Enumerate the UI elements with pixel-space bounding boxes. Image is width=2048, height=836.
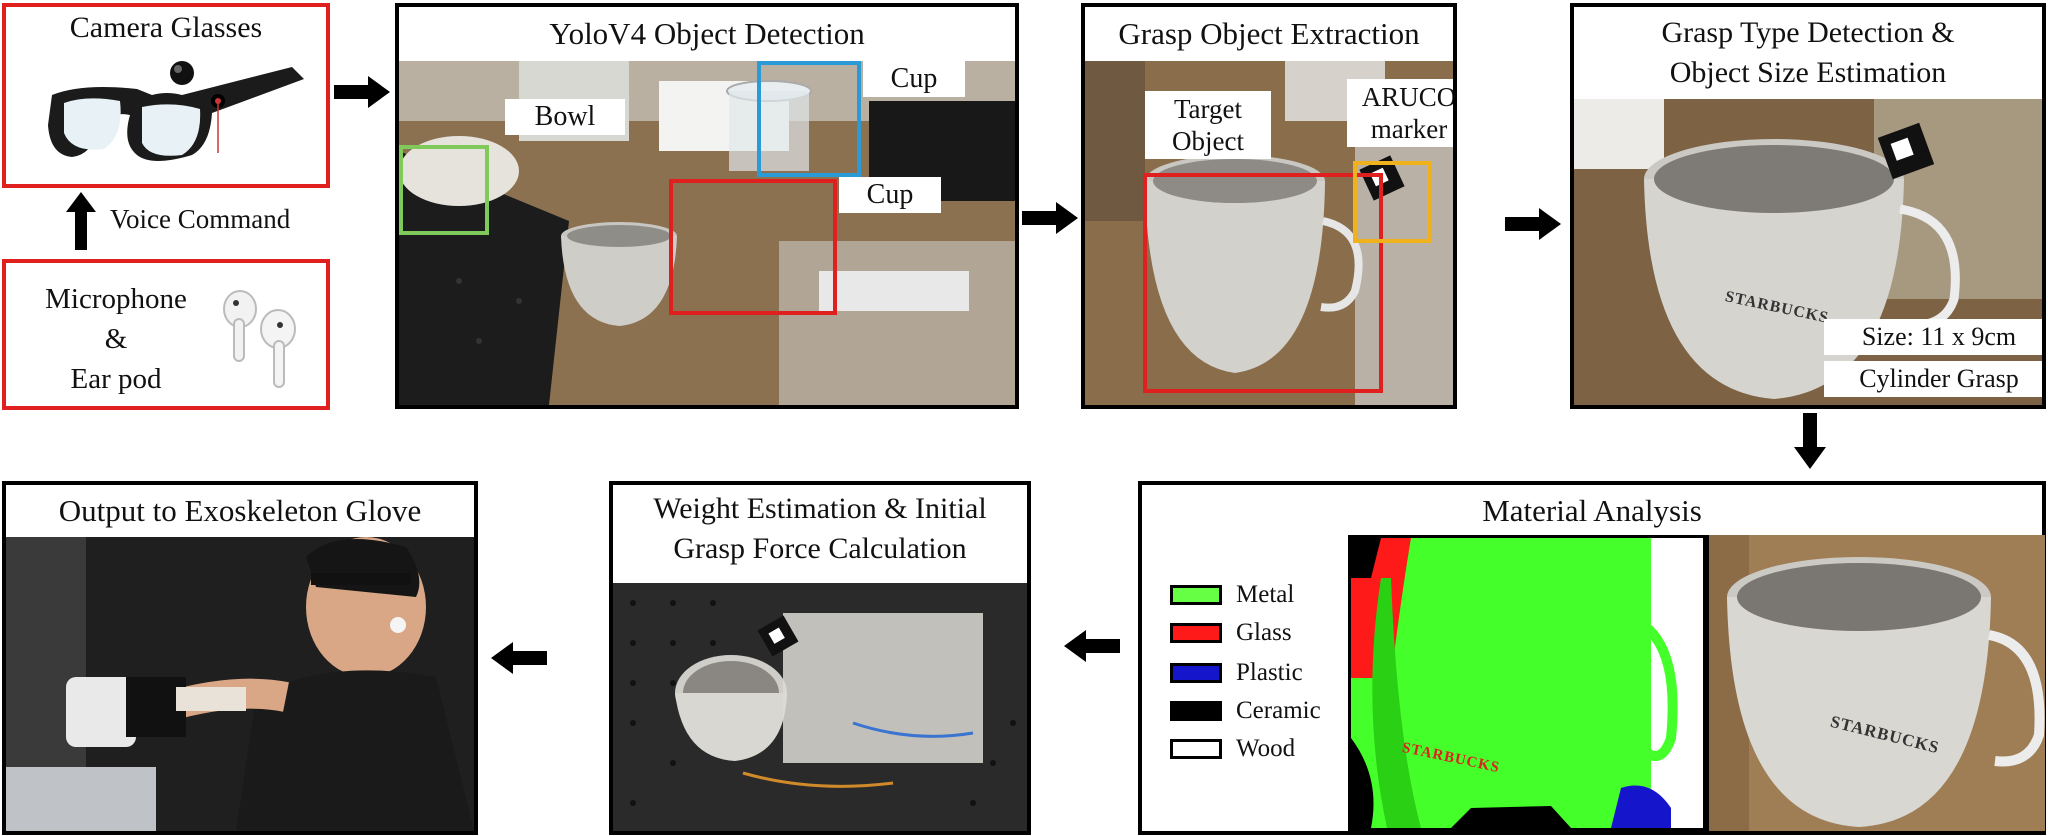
- cup-mug-bbox: [669, 179, 837, 315]
- legend-wood: Wood: [1170, 735, 1295, 763]
- right-arrow-icon: [1505, 208, 1561, 240]
- grasp-type-title: Grasp Type Detection & Object Size Estim…: [1574, 7, 2042, 105]
- grasp-type-panel: Grasp Type Detection & Object Size Estim…: [1570, 3, 2046, 409]
- segmentation-mask-image: [1351, 538, 1703, 828]
- legend-ceramic-label: Ceramic: [1236, 697, 1321, 724]
- camera-glasses-title: Camera Glasses: [69, 11, 263, 44]
- target-object-line2: Object: [1172, 126, 1244, 156]
- weight-panel: Weight Estimation & Initial Grasp Force …: [609, 481, 1031, 835]
- right-arrow-icon: [334, 76, 390, 108]
- material-panel: Material Analysis Metal Glass Plastic Ce…: [1138, 481, 2046, 835]
- microphone-label: Microphone & Ear pod: [16, 279, 216, 399]
- output-photo: [6, 537, 474, 831]
- grasp-extraction-title: Grasp Object Extraction: [1085, 7, 1453, 61]
- grasp-extraction-photo: Target Object ARUCO marker: [1085, 61, 1453, 405]
- right-arrow-icon: [1022, 202, 1078, 234]
- legend-ceramic: Ceramic: [1170, 697, 1321, 725]
- legend-glass-swatch: [1170, 623, 1222, 643]
- material-photo: STARBUCKS: [1706, 535, 2045, 831]
- target-object-bbox: [1143, 173, 1383, 393]
- grasp-extraction-panel: Grasp Object Extraction Target Object AR…: [1081, 3, 1457, 409]
- yolo-title: YoloV4 Object Detection: [399, 7, 1015, 61]
- grasp-type-scene: [1574, 99, 2042, 405]
- cup-label-top: Cup: [863, 61, 965, 97]
- left-arrow-icon: [491, 642, 547, 674]
- up-arrow-icon: [66, 192, 96, 250]
- weight-photo: [613, 583, 1027, 831]
- legend-glass: Glass: [1170, 619, 1292, 647]
- aruco-marker-label: ARUCO marker: [1347, 79, 1453, 147]
- yolo-scene: [399, 61, 1015, 405]
- size-label: Size: 11 x 9cm: [1824, 319, 2042, 355]
- aruco-marker-line1: ARUCO: [1361, 82, 1453, 112]
- camera-glasses-panel: Camera Glasses: [2, 3, 330, 188]
- bowl-bbox: [399, 145, 489, 235]
- yolo-panel: YoloV4 Object Detection Cup Bowl Cup: [395, 3, 1019, 409]
- material-legend: Metal Glass Plastic Ceramic Wood: [1170, 581, 1350, 781]
- cup-glass-bbox: [757, 61, 861, 177]
- aruco-marker-line2: marker: [1370, 114, 1448, 144]
- grasp-type-title-line2: Object Size Estimation: [1669, 56, 1947, 89]
- output-panel: Output to Exoskeleton Glove: [2, 481, 478, 835]
- legend-wood-swatch: [1170, 739, 1222, 759]
- microphone-line2: &: [104, 323, 128, 355]
- camera-glasses-icon: [48, 61, 304, 161]
- grasp-type-title-line1: Grasp Type Detection &: [1661, 16, 1955, 49]
- weight-title: Weight Estimation & Initial Grasp Force …: [613, 485, 1027, 587]
- aruco-marker-bbox: [1353, 161, 1431, 243]
- output-title: Output to Exoskeleton Glove: [6, 485, 474, 537]
- weight-title-line1: Weight Estimation & Initial: [653, 492, 987, 525]
- voice-command-label: Voice Command: [110, 204, 291, 234]
- legend-metal: Metal: [1170, 581, 1294, 609]
- cup-label-bottom: Cup: [839, 177, 941, 213]
- left-arrow-icon: [1064, 630, 1120, 662]
- legend-plastic: Plastic: [1170, 659, 1303, 687]
- cylinder-grasp-label: Cylinder Grasp: [1824, 361, 2042, 397]
- legend-glass-label: Glass: [1236, 619, 1292, 646]
- legend-metal-label: Metal: [1236, 581, 1295, 608]
- microphone-line1: Microphone: [45, 283, 187, 315]
- target-object-line1: Target: [1173, 94, 1243, 124]
- output-scene: [6, 537, 474, 831]
- microphone-panel: Microphone & Ear pod: [2, 259, 330, 410]
- target-object-label: Target Object: [1145, 91, 1271, 159]
- legend-metal-swatch: [1170, 585, 1222, 605]
- legend-plastic-swatch: [1170, 663, 1222, 683]
- legend-plastic-label: Plastic: [1236, 659, 1303, 686]
- legend-wood-label: Wood: [1236, 735, 1296, 762]
- down-arrow-icon: [1794, 413, 1826, 469]
- earpods-icon: [223, 290, 296, 388]
- material-title: Material Analysis: [1142, 485, 2042, 537]
- yolo-photo: Cup Bowl Cup: [399, 61, 1015, 405]
- weight-title-line2: Grasp Force Calculation: [673, 532, 967, 565]
- legend-ceramic-swatch: [1170, 701, 1222, 721]
- material-photo-image: [1709, 535, 2045, 831]
- segmentation-mask: STARBUCKS: [1348, 535, 1706, 831]
- grasp-type-photo: STARBUCKS Size: 11 x 9cm Cylinder Grasp: [1574, 99, 2042, 405]
- weight-scene: [613, 583, 1027, 831]
- bowl-label: Bowl: [505, 99, 625, 135]
- microphone-line3: Ear pod: [70, 363, 162, 395]
